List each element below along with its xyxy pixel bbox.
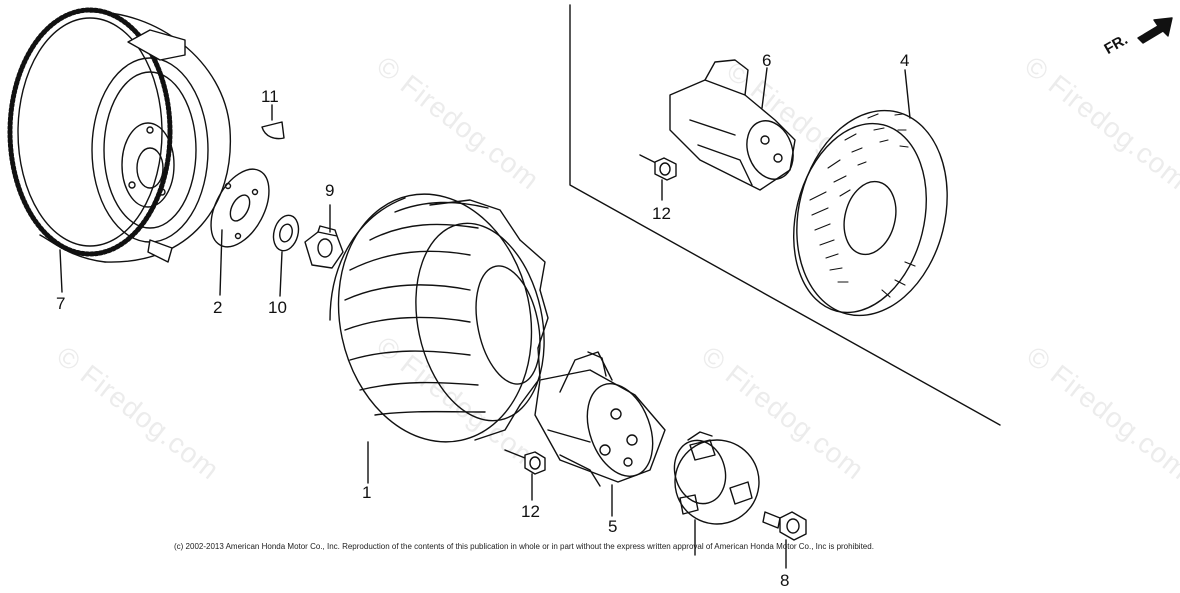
nut-part-9	[304, 225, 344, 269]
starter-pulley-part-6	[669, 59, 796, 191]
flywheel-part-7	[7, 7, 232, 263]
front-direction-arrow-icon	[1137, 17, 1173, 44]
leader-4	[904, 69, 911, 119]
callout-12-lower: 12	[521, 502, 540, 521]
leader-6	[761, 67, 768, 109]
callout-4: 4	[900, 51, 910, 70]
callout-7: 7	[56, 294, 66, 313]
callout-2: 2	[213, 298, 223, 317]
callout-11: 11	[261, 87, 279, 106]
cooling-fan-part-1	[329, 193, 549, 443]
leader-10	[279, 251, 283, 297]
leader-7	[59, 249, 63, 293]
callout-6: 6	[762, 51, 772, 70]
starter-cup	[673, 431, 760, 525]
leader-2	[219, 229, 223, 296]
callout-5: 5	[608, 517, 618, 536]
woodruff-key-part-11	[261, 121, 285, 140]
starter-pulley-part-5	[534, 351, 666, 487]
callout-8: 8	[780, 571, 790, 590]
bolt-part-12-upper	[639, 154, 677, 181]
copyright-notice: (c) 2002-2013 American Honda Motor Co., …	[174, 542, 874, 551]
inset-frame	[569, 4, 1001, 426]
plate-washer-part-2	[210, 168, 270, 248]
callout-10: 10	[268, 298, 287, 317]
callout-1: 1	[362, 483, 372, 502]
bolt-part-12-lower	[504, 449, 546, 475]
callout-9: 9	[325, 181, 335, 200]
bolt-part-8	[762, 511, 807, 541]
callout-12-upper: 12	[652, 204, 671, 223]
washer-part-10	[272, 214, 300, 252]
rotating-screen-part-4	[793, 109, 948, 317]
